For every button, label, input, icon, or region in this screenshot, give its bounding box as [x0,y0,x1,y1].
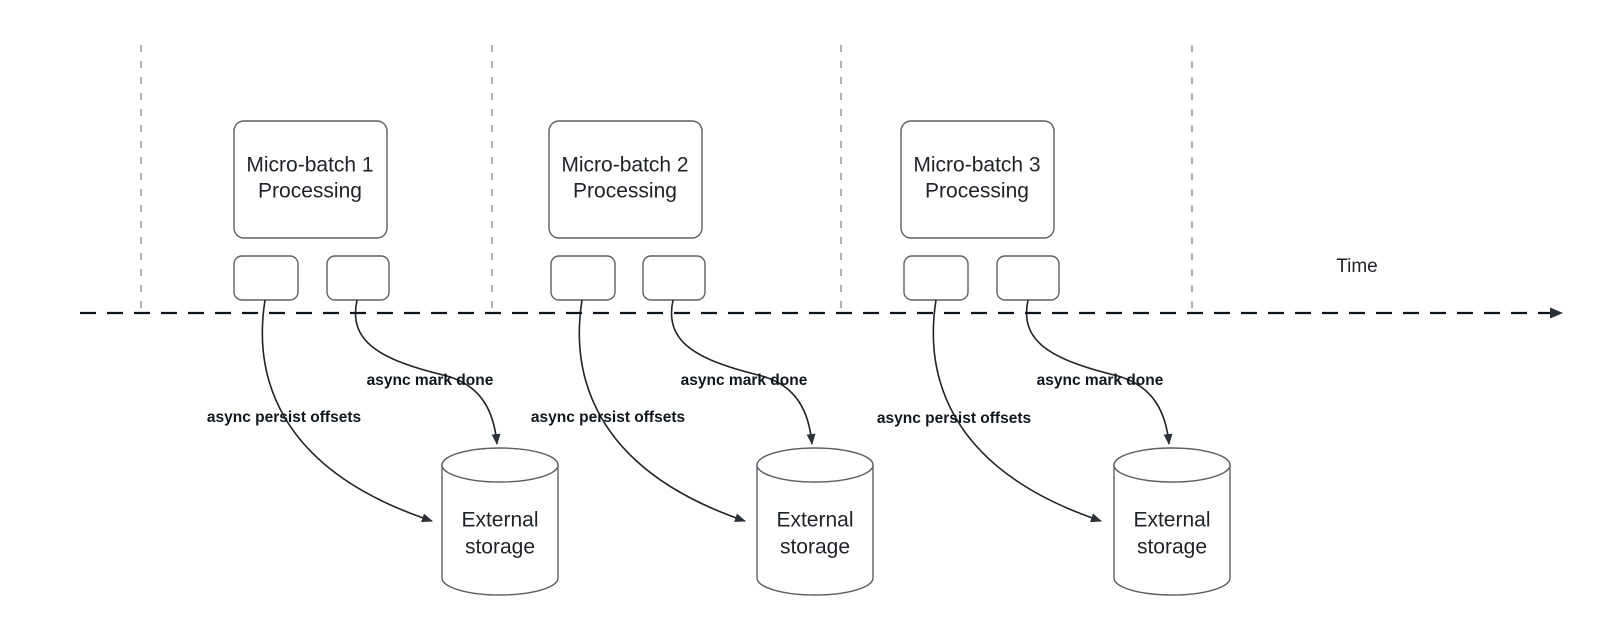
group-2-task-box-left[interactable] [550,255,616,301]
micro-batch-2-label-line2: Processing [573,180,677,203]
group-2-persist-offsets-arrow [578,299,746,523]
group-1-mark-done-label: async mark done [367,372,494,389]
group-2-mark-done-arrow [670,299,816,445]
micro-batch-3-label-line2: Processing [925,180,1029,203]
micro-batch-2-box[interactable] [548,120,703,239]
group-3-task-box-right[interactable] [996,255,1060,301]
group-1-external-storage-label-line1: External [461,509,538,532]
group-3-external-storage-label-line2: storage [1137,536,1207,559]
group-1-persist-offsets-label: async persist offsets [207,409,361,426]
micro-batch-2-label-line1: Micro-batch 2 [561,154,688,177]
group-2-persist-offsets-label: async persist offsets [531,409,685,426]
group-3-mark-done-arrow [1025,299,1173,445]
group-1-mark-done-arrow [354,299,501,445]
group-1: Micro-batch 1 Processing async persist o… [207,120,559,596]
group-2-task-box-right[interactable] [642,255,706,301]
group-2: Micro-batch 2 Processing async persist o… [531,120,874,596]
group-2-external-storage[interactable]: External storage [756,447,874,596]
group-1-task-box-left[interactable] [233,255,299,301]
group-3-task-box-left[interactable] [903,255,969,301]
group-3-external-storage-label-line1: External [1133,509,1210,532]
group-1-persist-offsets-arrow [261,299,433,523]
group-1-task-box-right[interactable] [326,255,390,301]
group-3-external-storage[interactable]: External storage [1113,447,1231,596]
boundary-lines [140,45,1193,313]
micro-batch-1-label-line2: Processing [258,180,362,203]
micro-batch-3-box[interactable] [900,120,1055,239]
group-1-external-storage-label-line2: storage [465,536,535,559]
group-2-mark-done-label: async mark done [681,372,808,389]
group-2-external-storage-label-line1: External [776,509,853,532]
group-3-persist-offsets-label: async persist offsets [877,410,1031,427]
time-axis: Time [80,256,1563,319]
micro-batch-1-box[interactable] [233,120,388,239]
group-1-external-storage[interactable]: External storage [441,447,559,596]
group-3-mark-done-label: async mark done [1037,372,1164,389]
group-3: Micro-batch 3 Processing async persist o… [877,120,1231,596]
micro-batch-3-label-line1: Micro-batch 3 [913,154,1040,177]
group-2-external-storage-label-line2: storage [780,536,850,559]
micro-batch-1-label-line1: Micro-batch 1 [246,154,373,177]
time-axis-label: Time [1336,256,1378,277]
group-3-persist-offsets-arrow [932,299,1102,523]
